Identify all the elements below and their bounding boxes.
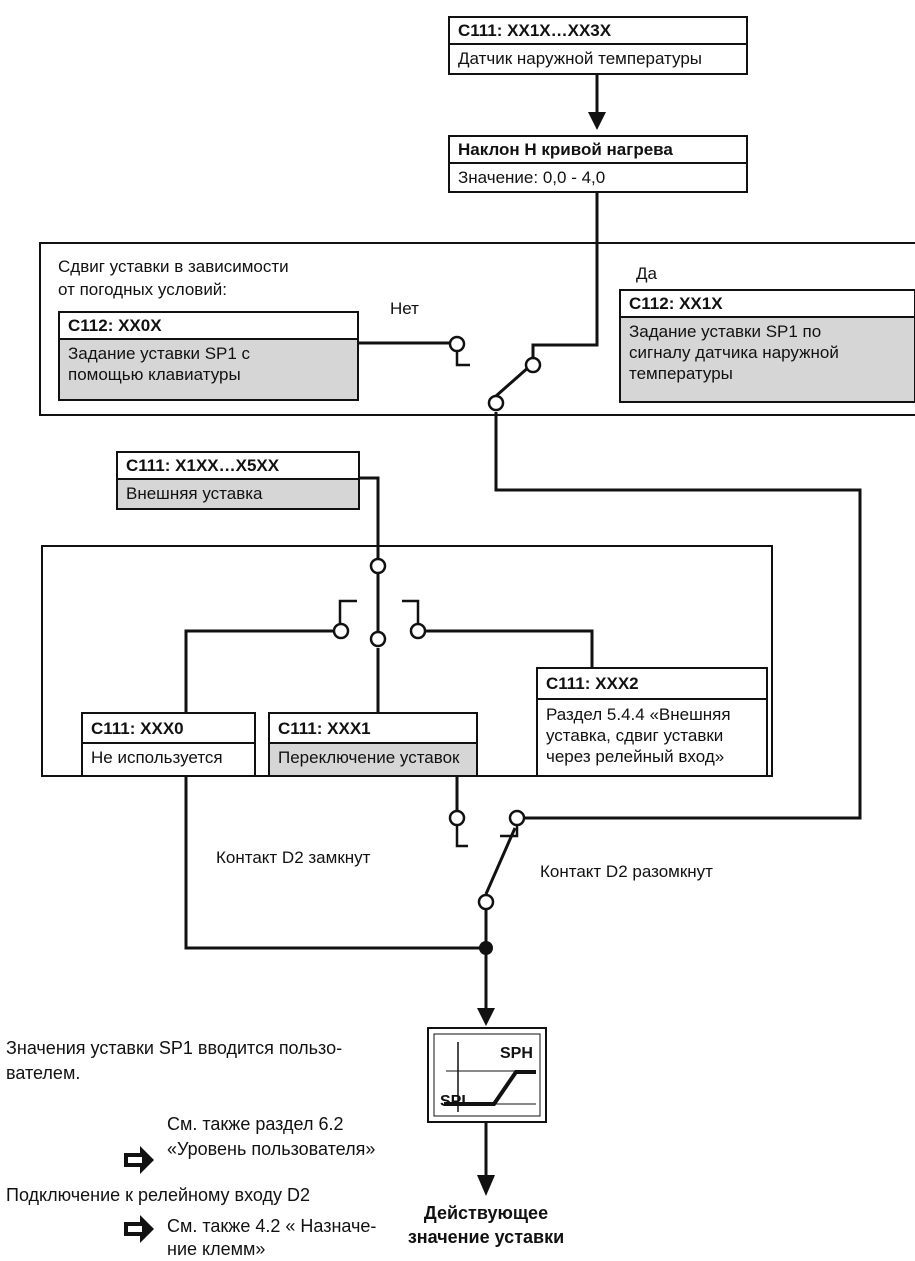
setpoint-graph — [427, 1027, 547, 1123]
outdoor-setpoint-line1: Задание уставки SP1 по — [629, 322, 822, 341]
keyboard-setpoint-box: C112: XX0X Задание уставки SP1 с помощью… — [58, 311, 359, 401]
relay-input-line2: уставка, сдвиг уставки — [546, 726, 724, 745]
outdoor-sensor-code: C111: XX1X…XX3X — [450, 18, 746, 45]
outdoor-setpoint-line3: температуры — [629, 364, 733, 383]
setpoint-switch-code: C111: XXX1 — [270, 714, 476, 744]
graph-curve — [444, 1070, 536, 1106]
arrowhead-to-graph — [477, 1008, 495, 1026]
weather-group-title-2: от погодных условий: — [58, 280, 228, 299]
weather-group-title-1: Сдвиг уставки в зависимости — [58, 257, 289, 276]
wire-to-xxx2 — [425, 629, 594, 667]
outdoor-sensor-box: C111: XX1X…XX3X Датчик наружной температ… — [448, 16, 748, 75]
graph-frame — [427, 1027, 547, 1123]
d2-pivot-circle — [477, 893, 495, 911]
external-setpoint-box: C111: X1XX…X5XX Внешняя уставка — [116, 451, 360, 510]
note-sp1-line1: Значения уставки SP1 вводится пользо- — [6, 1038, 343, 1058]
relay-input-line3: через релейный вход» — [546, 747, 725, 766]
weather-pivot-circle — [487, 394, 505, 412]
relay-input-line1: Раздел 5.4.4 «Внешняя — [546, 705, 731, 724]
weather-group-frame — [39, 242, 915, 416]
graph-sph-label: SPH — [500, 1045, 533, 1062]
not-used-label: Не используется — [91, 748, 223, 767]
wire-slope-to-switch — [531, 193, 599, 358]
contact-open-label: Контакт D2 разомкнут — [540, 862, 713, 881]
slope-title: Наклон H кривой нагрева — [450, 137, 746, 164]
external-setpoint-label: Внешняя уставка — [118, 480, 358, 508]
switchover-left-circle — [332, 622, 350, 640]
d2-switch-blade — [484, 827, 517, 895]
relay-input-code: C111: XXX2 — [538, 669, 766, 700]
arrowhead-to-output — [477, 1175, 495, 1196]
slope-box: Наклон H кривой нагрева Значение: 0,0 - … — [448, 135, 748, 193]
wire-to-xxx0 — [184, 629, 334, 712]
label-yes: Да — [636, 264, 657, 283]
wire-xxx0-to-junction — [184, 777, 486, 950]
setpoint-switch-label: Переключение уставок — [270, 744, 476, 775]
slope-value: Значение: 0,0 - 4,0 — [458, 168, 606, 187]
contact-closed-label: Контакт D2 замкнут — [216, 848, 371, 867]
note-ref1-line2: «Уровень пользователя» — [167, 1139, 376, 1159]
outdoor-setpoint-line2: сигналу датчика наружной — [629, 343, 839, 362]
result-label-2: значение уставки — [407, 1227, 565, 1247]
outdoor-sensor-label: Датчик наружной температуры — [458, 49, 703, 68]
switchover-pivot-circle — [369, 630, 387, 648]
d2-closed-circle — [448, 809, 466, 827]
relay-input-box: C111: XXX2 Раздел 5.4.4 «Внешняя уставка… — [536, 667, 768, 777]
setpoint-switch-box: C111: XXX1 Переключение уставок — [268, 712, 478, 777]
outdoor-setpoint-code: C112: XX1X — [621, 291, 914, 318]
keyboard-setpoint-desc: Задание уставки SP1 с помощью клавиатуры — [60, 340, 357, 399]
d2-open-circle — [508, 809, 526, 827]
wire-external-to-switch — [359, 476, 380, 560]
contact-yes-circle — [524, 356, 542, 374]
result-label-1: Действующее — [423, 1203, 549, 1223]
note-ref2-line1: См. также 4.2 « Назначе- — [167, 1216, 377, 1236]
label-no: Нет — [390, 299, 419, 318]
contact-no-hook — [455, 352, 470, 367]
graph-inner — [433, 1033, 541, 1117]
arrowhead-to-slope — [588, 112, 606, 130]
keyboard-setpoint-line1: Задание уставки SP1 с — [68, 344, 251, 363]
contact-left-hook — [338, 599, 357, 624]
junction-dot — [479, 941, 493, 955]
wire-weather-out — [494, 412, 862, 820]
contact-no-circle — [448, 335, 466, 353]
keyboard-setpoint-line2: помощью клавиатуры — [68, 365, 241, 384]
relay-input-desc: Раздел 5.4.4 «Внешняя уставка, сдвиг уст… — [538, 700, 766, 770]
keyboard-setpoint-code: C112: XX0X — [60, 313, 357, 340]
switchover-top-circle — [369, 557, 387, 575]
not-used-box: C111: XXX0 Не используется — [81, 712, 256, 777]
switchover-right-circle — [409, 622, 427, 640]
graph-spl-label: SPL — [440, 1093, 472, 1110]
contact-d2-closed-hook — [455, 826, 468, 848]
outdoor-setpoint-box: C112: XX1X Задание уставки SP1 по сигнал… — [619, 289, 915, 403]
external-setpoint-code: C111: X1XX…X5XX — [118, 453, 358, 480]
weather-switch-blade — [495, 364, 531, 398]
note-sp1-line2: вателем. — [6, 1063, 81, 1083]
note-d2-line: Подключение к релейному входу D2 — [6, 1185, 311, 1205]
contact-d2-open-hook — [500, 826, 519, 838]
outdoor-setpoint-desc: Задание уставки SP1 по сигналу датчика н… — [621, 318, 914, 401]
note-ref2-line2: ние клемм» — [167, 1239, 266, 1259]
not-used-code: C111: XXX0 — [83, 714, 254, 744]
note-ref1-line1: См. также раздел 6.2 — [167, 1114, 344, 1134]
contact-right-hook — [402, 599, 420, 624]
